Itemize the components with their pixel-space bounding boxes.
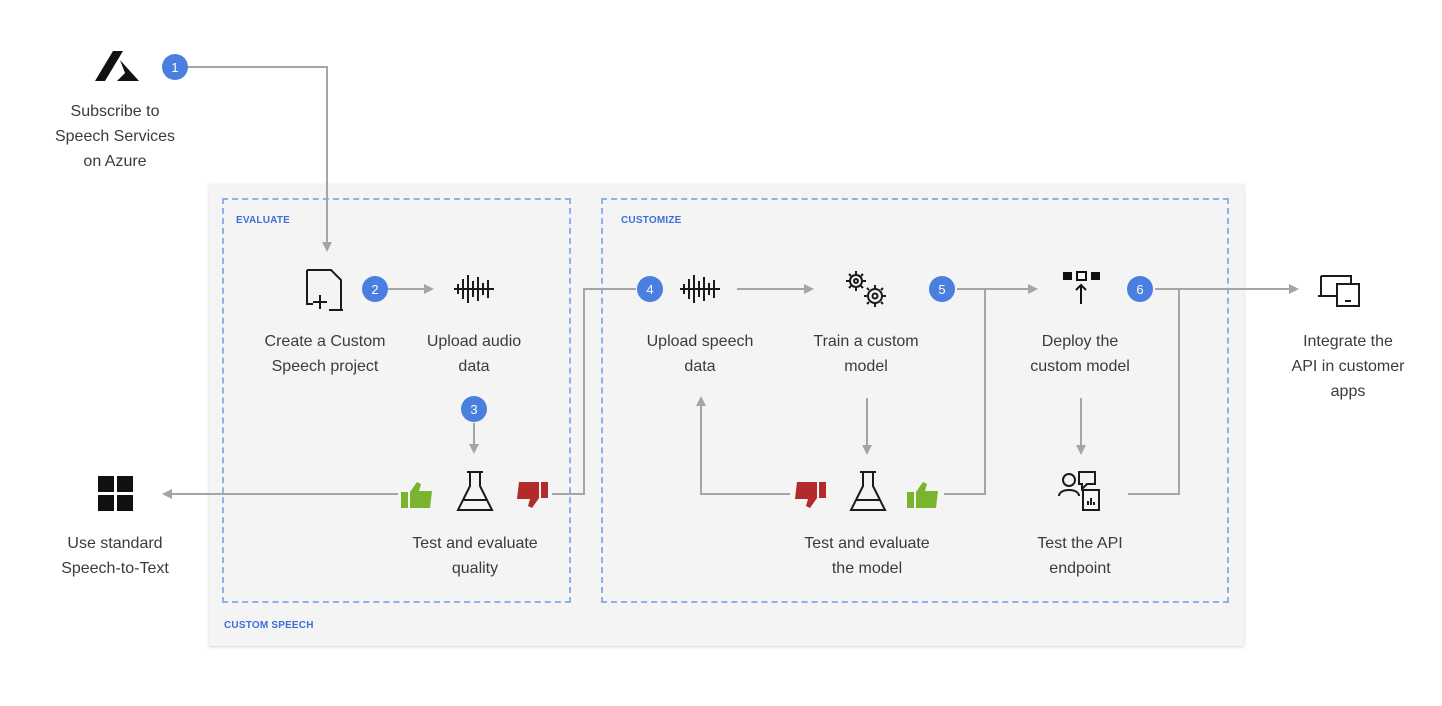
evaluate-section-label: EVALUATE xyxy=(236,215,291,226)
thumbs-down-icon-2 xyxy=(795,482,826,508)
step-badge-3: 3 xyxy=(461,396,487,422)
evaluate-group xyxy=(222,198,571,603)
deploy-label: Deploy the custom model xyxy=(1030,333,1130,375)
step-badge-4: 4 xyxy=(637,276,663,302)
custom-speech-panel xyxy=(209,184,1244,646)
test-api-label: Test the API endpoint xyxy=(1037,535,1123,577)
audio-waveform-icon xyxy=(454,275,494,303)
new-project-icon xyxy=(306,269,343,311)
upload-speech-label: Upload speech data xyxy=(646,333,754,375)
arrow-subscribe-to-create xyxy=(188,66,332,252)
custom-speech-section-label: CUSTOM SPEECH xyxy=(224,620,314,631)
upload-audio-label: Upload audio data xyxy=(426,333,522,375)
customize-group xyxy=(601,198,1229,603)
subscribe-label: Subscribe to Speech Services on Azure xyxy=(54,103,176,170)
arrow-thumbsdown-to-upload-speech xyxy=(552,288,636,495)
devices-icon xyxy=(1318,275,1360,307)
api-endpoint-icon xyxy=(1058,471,1100,511)
flask-icon xyxy=(456,471,494,511)
customize-section-label: CUSTOMIZE xyxy=(621,215,682,226)
step-badge-5: 5 xyxy=(929,276,955,302)
standard-label: Use standard Speech-to-Text xyxy=(61,535,169,577)
thumbs-up-icon xyxy=(401,482,432,508)
windows-logo-icon xyxy=(98,476,133,511)
step-badge-1: 1 xyxy=(162,54,188,80)
flask-icon-2 xyxy=(849,471,887,511)
thumbs-up-icon-2 xyxy=(907,482,938,508)
gears-icon xyxy=(846,271,886,307)
thumbs-down-icon xyxy=(517,482,548,508)
train-model-label: Train a custom model xyxy=(813,333,919,375)
test-quality-label: Test and evaluate quality xyxy=(412,535,538,577)
step-badge-6: 6 xyxy=(1127,276,1153,302)
test-model-label: Test and evaluate the model xyxy=(804,535,930,577)
create-project-label: Create a Custom Speech project xyxy=(264,333,386,375)
arrow-endpoint-to-integrate xyxy=(1128,289,1180,495)
arrow-test-to-upload-speech xyxy=(696,396,790,495)
arrow-thumbsup-to-deploy xyxy=(944,289,986,495)
azure-logo-icon xyxy=(95,51,139,81)
deploy-icon xyxy=(1063,271,1100,304)
audio-waveform-icon-2 xyxy=(680,275,720,303)
integrate-label: Integrate the API in customer apps xyxy=(1291,333,1405,400)
step-badge-2: 2 xyxy=(362,276,388,302)
